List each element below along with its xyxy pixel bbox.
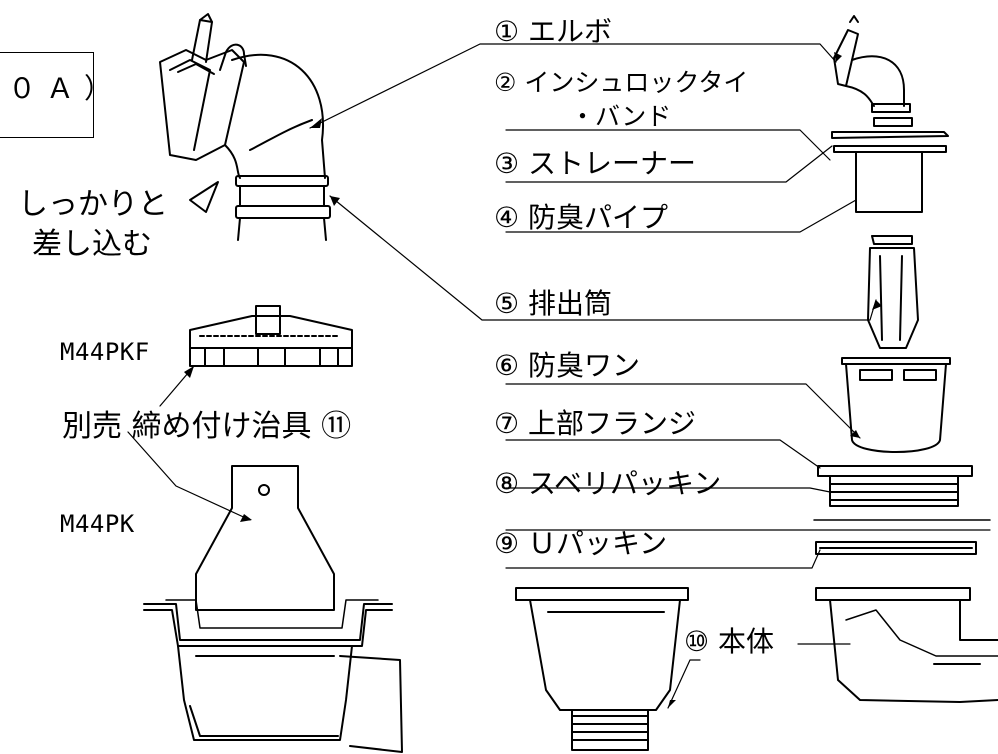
part-label-elbow: ① エルボ bbox=[494, 15, 613, 48]
part-pipe-illustration bbox=[833, 145, 947, 213]
part-body-illustration bbox=[515, 587, 689, 751]
insert-instruction-line1: しっかりと bbox=[18, 187, 168, 222]
part-trap-cup-illustration bbox=[841, 357, 951, 453]
part-label-flange: ⑦ 上部フランジ bbox=[494, 407, 697, 440]
part-body-side-illustration bbox=[815, 587, 998, 703]
part-discharge-illustration bbox=[867, 235, 919, 349]
part-label-band: ・バンド bbox=[570, 102, 672, 131]
insert-instruction-line2: 差し込む bbox=[32, 227, 152, 262]
part-label-trap-cup: ⑥ 防臭ワン bbox=[494, 349, 641, 382]
part-label-discharge: ⑤ 排出筒 bbox=[494, 287, 613, 320]
part-flange-illustration bbox=[817, 465, 973, 507]
tool-pkf-illustration bbox=[189, 305, 353, 367]
part-label-tie: ② インシュロックタイ bbox=[494, 68, 749, 97]
part-elbow-illustration bbox=[833, 15, 913, 127]
spec-box-text: ０Ａ） bbox=[8, 72, 123, 105]
tool-label: 別売 締め付け治具 ⑪ bbox=[62, 409, 352, 444]
part-label-u-packing: ⑨ Ｕパッキン bbox=[494, 527, 668, 560]
elbow-illustration bbox=[159, 13, 331, 241]
part-label-body: ⑩ 本体 bbox=[684, 625, 775, 658]
tool-pk-illustration bbox=[143, 465, 403, 753]
spec-box-fragment: ０Ａ） bbox=[0, 52, 112, 138]
model-m44pk: M44PK bbox=[60, 510, 135, 538]
part-label-strainer: ③ ストレーナー bbox=[494, 147, 697, 180]
part-label-slip-packing: ⑧ スベリパッキン bbox=[494, 467, 722, 500]
part-label-pipe: ④ 防臭パイプ bbox=[494, 201, 669, 234]
model-m44pkf: M44PKF bbox=[60, 338, 150, 366]
